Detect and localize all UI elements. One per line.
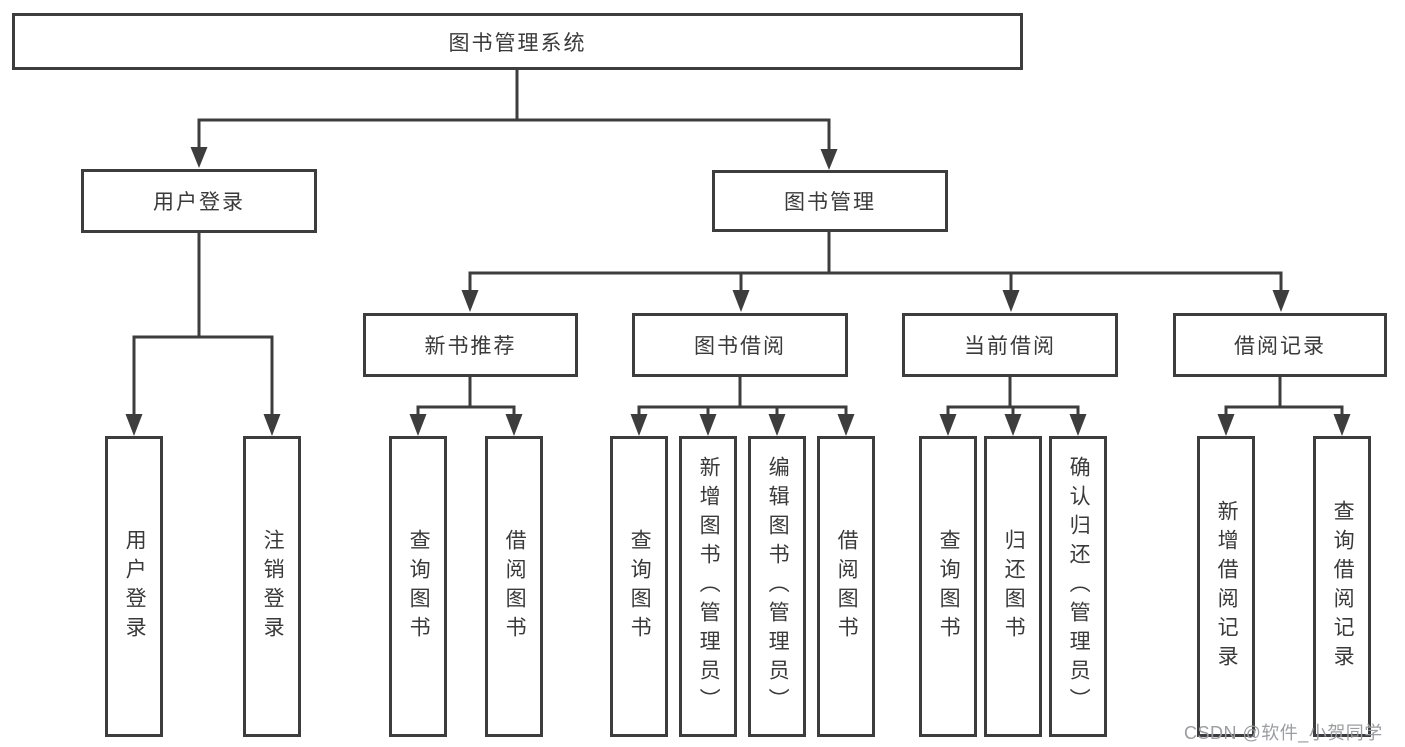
node-current-borrowing: 当前借阅 [902, 313, 1118, 377]
node-book-borrowing: 图书借阅 [632, 313, 848, 377]
arrowhead-icon [768, 414, 786, 436]
arrowhead-icon [125, 414, 143, 436]
leaf-records-add-record: 新增借阅记录 [1197, 436, 1255, 737]
arrowhead-icon [1272, 290, 1290, 312]
leaf-records-query-record: 查询借阅记录 [1313, 436, 1371, 737]
connector-current-borrowing-to-leaves [946, 375, 1080, 420]
connector-borrowing-records-to-leaves [1224, 375, 1344, 420]
leaf-current-query-books: 查询图书 [919, 436, 977, 737]
node-user-login: 用户登录 [81, 169, 317, 233]
connector-book-borrowing-to-leaves [637, 375, 848, 420]
arrowhead-icon [939, 414, 957, 436]
arrowhead-icon [1004, 414, 1022, 436]
arrowhead-icon [1069, 414, 1087, 436]
leaf-borrowing-edit-books-admin: 编辑图书（管理员） [748, 436, 806, 737]
leaf-newbook-borrow-books: 借阅图书 [485, 436, 543, 737]
leaf-borrowing-borrow-books: 借阅图书 [817, 436, 875, 737]
arrowhead-icon [409, 414, 427, 436]
node-library-management-system: 图书管理系统 [12, 13, 1023, 70]
leaf-borrowing-query-books: 查询图书 [610, 436, 668, 737]
arrowhead-icon [190, 147, 208, 168]
leaf-current-return-books: 归还图书 [984, 436, 1042, 737]
leaf-user-login: 用户登录 [105, 436, 163, 737]
arrowhead-icon [820, 149, 838, 170]
arrowhead-icon [1333, 414, 1351, 436]
leaf-current-confirm-return-admin: 确认归还（管理员） [1049, 436, 1107, 737]
arrowhead-icon [1217, 414, 1235, 436]
node-borrowing-records: 借阅记录 [1173, 313, 1387, 377]
arrowhead-icon [837, 414, 855, 436]
arrowhead-icon [630, 414, 648, 436]
arrowhead-icon [732, 290, 750, 312]
leaf-newbook-query-books: 查询图书 [389, 436, 447, 737]
connector-new-book-to-leaves [416, 375, 516, 420]
arrowhead-icon [461, 290, 479, 312]
arrowhead-icon [505, 414, 523, 436]
leaf-logout: 注销登录 [243, 436, 301, 737]
arrowhead-icon [263, 414, 281, 436]
arrowhead-icon [1002, 290, 1020, 312]
node-book-management: 图书管理 [712, 170, 948, 232]
connector-user-login-to-leaves [132, 231, 274, 420]
connector-root-to-level2 [197, 67, 831, 154]
connector-book-management-to-level3 [468, 230, 1283, 296]
node-new-book-recommendation: 新书推荐 [363, 313, 578, 377]
arrowhead-icon [699, 414, 717, 436]
csdn-watermark: CSDN @软件_小贺同学 [1184, 723, 1383, 743]
leaf-borrowing-add-books-admin: 新增图书（管理员） [679, 436, 737, 737]
